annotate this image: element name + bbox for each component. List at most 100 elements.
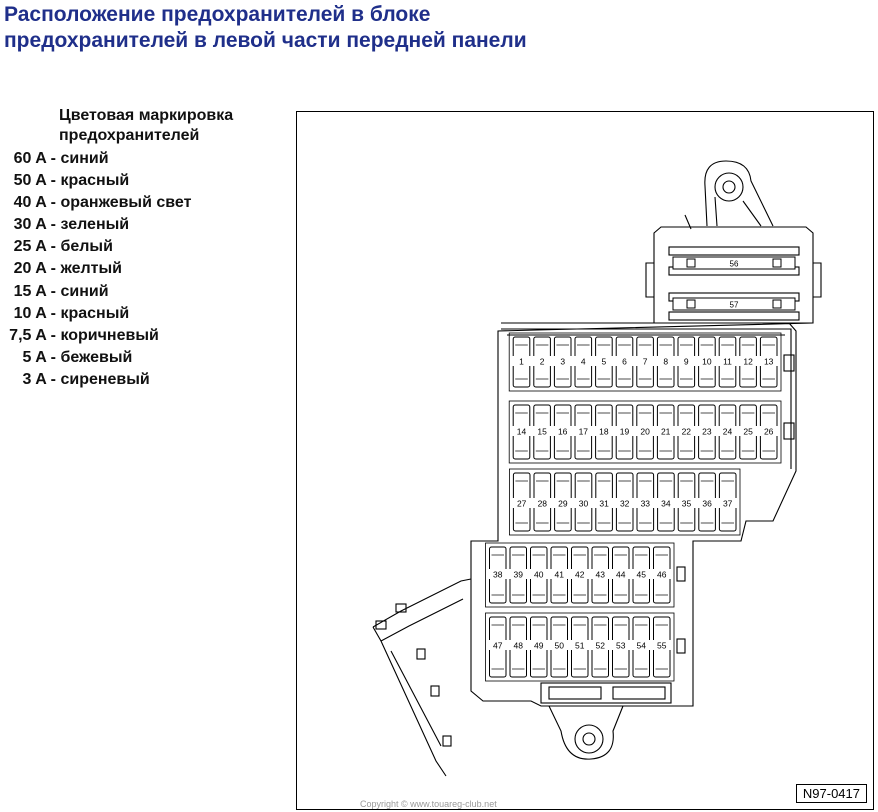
fuse-number: 42	[575, 570, 585, 580]
legend-item: 3 A - сиреневый	[4, 369, 294, 391]
fuse-number: 4	[581, 357, 586, 367]
legend-item: 20 A - желтый	[4, 258, 294, 280]
legend-color: синий	[60, 282, 109, 300]
fuse-slot: 11	[718, 336, 737, 388]
legend-color: зеленый	[60, 216, 130, 234]
fuse-number: 53	[616, 641, 626, 651]
fuse-number: 29	[558, 499, 568, 509]
fuse-number: 10	[702, 357, 712, 367]
fuse-number: 33	[641, 499, 651, 509]
legend-amp: 3 A -	[22, 370, 56, 388]
fuse-number: 16	[558, 427, 568, 437]
fuse-row-frame	[508, 468, 741, 536]
fuse-number: 48	[514, 641, 524, 651]
legend-amp: 20 A -	[13, 260, 56, 278]
fuse-number: 9	[684, 357, 689, 367]
legend-color: бежевый	[60, 348, 133, 366]
fuse-number: 34	[661, 499, 671, 509]
big-fuse: 57	[672, 297, 796, 311]
fuse-row-frame	[485, 612, 675, 682]
fuse-slot: 1	[512, 336, 531, 388]
fuse-number: 27	[517, 499, 527, 509]
fuse-number: 19	[620, 427, 630, 437]
fuse-number: 47	[493, 641, 503, 651]
fuse-slot: 19	[615, 404, 634, 460]
fuse-slot: 10	[697, 336, 717, 388]
fuse-slot: 14	[512, 404, 531, 460]
fuse-number: 46	[657, 570, 667, 580]
fuse-slot: 36	[697, 472, 717, 532]
fuse-number: 31	[599, 499, 609, 509]
fuse-slot: 51	[570, 616, 589, 678]
legend-item: 30 A - зеленый	[4, 214, 294, 236]
fuse-slot: 44	[611, 546, 630, 604]
fuse-slot: 23	[697, 404, 717, 460]
fuse-slot: 13	[759, 336, 778, 388]
fuse-slot: 47	[488, 616, 507, 678]
fuse-number: 7	[643, 357, 648, 367]
fuse-slot: 43	[591, 546, 610, 604]
legend-color: синий	[60, 150, 109, 167]
fuse-number: 25	[743, 427, 753, 437]
fuse-slot: 41	[550, 546, 569, 604]
fuse-number: 20	[640, 427, 650, 437]
fuse-slot: 21	[656, 404, 675, 460]
fuse-number: 18	[599, 427, 609, 437]
fuse-slot: 53	[611, 616, 630, 678]
fuse-number: 17	[579, 427, 589, 437]
fuse-slot: 12	[738, 336, 758, 388]
fuse-number: 15	[537, 427, 547, 437]
fuse-number: 6	[622, 357, 627, 367]
legend-item: 15 A - синий	[4, 281, 294, 303]
fuse-number: 22	[682, 427, 692, 437]
fuse-number: 8	[663, 357, 668, 367]
fuse-number: 35	[682, 499, 692, 509]
fuse-slot: 30	[574, 472, 593, 532]
fuse-slot: 15	[532, 404, 552, 460]
copyright-note: Copyright © www.touareg-club.net	[360, 799, 497, 809]
fuse-number: 26	[764, 427, 774, 437]
fuse-slot: 20	[635, 404, 655, 460]
legend-item: 7,5 A - коричневый	[4, 325, 294, 347]
fuse-number: 2	[540, 357, 545, 367]
fuse-slot: 46	[652, 546, 671, 604]
fuse-number: 3	[560, 357, 565, 367]
fuse-number: 11	[723, 357, 732, 367]
fuse-number: 28	[538, 499, 548, 509]
legend-item: 40 A - оранжевый свет	[4, 192, 294, 214]
fuse-slot: 50	[550, 616, 569, 678]
fuse-number: 32	[620, 499, 630, 509]
fuse-slot: 38	[488, 546, 507, 604]
legend-item: 5 A - бежевый	[4, 347, 294, 369]
fuse-slot: 42	[570, 546, 589, 604]
legend-heading: Цветовая маркировка предохранителей	[59, 107, 234, 144]
fuse-slot: 16	[553, 404, 572, 460]
fuse-slot: 45	[632, 546, 651, 604]
big-fuse: 56	[672, 256, 796, 270]
fuse-number: 44	[616, 570, 626, 580]
fuse-slot: 35	[677, 472, 696, 532]
fuse-number: 37	[723, 499, 733, 509]
fuse-number: 51	[575, 641, 585, 651]
legend-amp: 10 A -	[13, 304, 56, 322]
fuse-slot: 5	[594, 336, 614, 388]
fuse-number: 41	[555, 570, 565, 580]
fuse-slot: 37	[718, 472, 737, 532]
legend-color: желтый	[60, 260, 122, 278]
fuse-number: 13	[764, 357, 774, 367]
fuse-slot: 26	[759, 404, 778, 460]
big-fuse-label: 57	[730, 301, 739, 310]
legend-amp: 50 A -	[13, 172, 56, 190]
legend-amp: 25 A -	[13, 238, 56, 256]
fuse-number: 1	[519, 357, 524, 367]
fuse-slot: 34	[656, 472, 676, 532]
fuse-slot: 31	[594, 472, 614, 532]
fuse-row-frame	[508, 332, 782, 392]
fuse-slot: 49	[529, 616, 548, 678]
fuse-number: 12	[743, 357, 753, 367]
fuse-slot: 8	[656, 336, 675, 388]
color-legend: Цветовая маркировка предохранителей 60 A…	[4, 106, 294, 391]
fuse-number: 39	[514, 570, 524, 580]
fuse-slot: 22	[677, 404, 696, 460]
